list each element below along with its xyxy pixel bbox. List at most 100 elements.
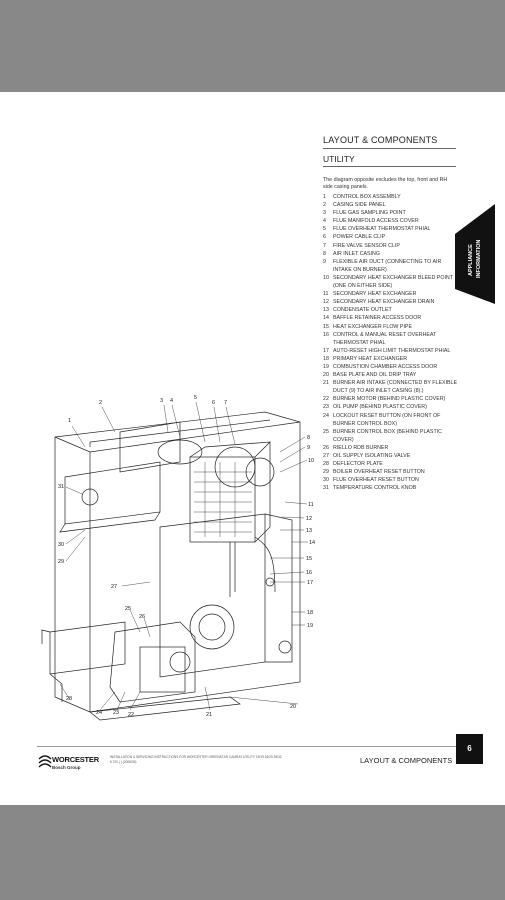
callout-4: 4 bbox=[170, 398, 173, 404]
component-label: FLUE GAS SAMPLING POINT bbox=[333, 210, 406, 217]
side-tab-appliance-information: APPLIANCE INFORMATION bbox=[455, 204, 495, 304]
component-number: 23 bbox=[323, 404, 329, 411]
component-label: LOCKOUT RESET BUTTON (ON FRONT OF BURNER… bbox=[333, 412, 441, 427]
component-label: BURNER MOTOR (BEHIND PLASTIC COVER) bbox=[333, 396, 446, 403]
callout-14: 14 bbox=[309, 540, 315, 546]
component-number: 17 bbox=[323, 347, 329, 354]
component-number: 21 bbox=[323, 380, 329, 387]
footer-doc-title: INSTALLATION & SERVICING INSTRUCTIONS FO… bbox=[110, 755, 282, 759]
component-number: 9 bbox=[323, 258, 326, 265]
footer-divider bbox=[37, 746, 457, 747]
callout-16: 16 bbox=[306, 570, 312, 576]
callout-17: 17 bbox=[307, 580, 313, 586]
component-number: 22 bbox=[323, 396, 329, 403]
component-number: 3 bbox=[323, 210, 326, 217]
component-item: 8 AIR INLET CASING bbox=[323, 250, 457, 258]
component-item: 5 FLUE OVERHEAT THERMOSTAT PHIAL bbox=[323, 225, 457, 233]
component-number: 14 bbox=[323, 315, 329, 322]
component-label: CONDENSATE OUTLET bbox=[333, 307, 392, 314]
component-label: SECONDARY HEAT EXCHANGER bbox=[333, 291, 417, 298]
footer-document-info: INSTALLATION & SERVICING INSTRUCTIONS FO… bbox=[110, 755, 320, 764]
callout-11: 11 bbox=[308, 502, 314, 508]
component-label: FLEXIBLE AIR DUCT (CONNECTING TO AIR INT… bbox=[333, 258, 442, 273]
component-label: CONTROL & MANUAL RESET OVERHEAT THERMOST… bbox=[333, 331, 437, 346]
component-label: PRIMARY HEAT EXCHANGER bbox=[333, 355, 408, 362]
component-number: 5 bbox=[323, 226, 326, 233]
component-number: 1 bbox=[323, 194, 326, 200]
callout-24: 24 bbox=[96, 710, 102, 716]
component-label: OIL PUMP (BEHIND PLASTIC COVER) bbox=[333, 404, 427, 411]
component-number: 29 bbox=[323, 469, 329, 476]
callout-13: 13 bbox=[306, 528, 312, 534]
component-item: 21 BURNER AIR INTAKE (CONNECTED BY FLEXIB… bbox=[323, 379, 457, 395]
callout-1: 1 bbox=[68, 418, 71, 424]
component-label: BURNER CONTROL BOX (BEHIND PLASTIC COVER… bbox=[333, 428, 442, 443]
component-item: 14 BAFFLE RETAINER ACCESS DOOR bbox=[323, 314, 457, 322]
component-label: SECONDARY HEAT EXCHANGER DRAIN bbox=[333, 299, 435, 306]
component-number: 8 bbox=[323, 250, 326, 257]
worcester-logo-icon bbox=[38, 755, 52, 768]
component-number: 2 bbox=[323, 202, 326, 209]
component-label: BASE PLATE AND OIL DRIP TRAY bbox=[333, 372, 417, 379]
component-label: FLUE OVERHEAT THERMOSTAT PHIAL bbox=[333, 226, 431, 233]
component-number: 16 bbox=[323, 331, 329, 338]
boiler-exploded-diagram: 1 2 3 4 5 6 7 8 9 10 11 12 13 14 15 16 1… bbox=[30, 292, 320, 722]
component-item: 15 HEAT EXCHANGER FLOW PIPE bbox=[323, 323, 457, 331]
component-label: FIRE VALVE SENSOR CLIP bbox=[333, 242, 400, 249]
component-label: DEFLECTOR PLATE bbox=[333, 461, 383, 468]
component-number: 26 bbox=[323, 444, 329, 451]
callout-20: 20 bbox=[290, 704, 296, 710]
text-column: LAYOUT & COMPONENTS UTILITY The diagram … bbox=[323, 132, 458, 492]
brand-sub: Bosch Group bbox=[52, 765, 81, 770]
component-label: BAFFLE RETAINER ACCESS DOOR bbox=[333, 315, 422, 322]
component-label: TEMPERATURE CONTROL KNOB bbox=[333, 485, 417, 492]
callout-22: 22 bbox=[128, 712, 134, 718]
component-label: CONTROL BOX ASSEMBLY bbox=[333, 194, 401, 200]
component-label: SECONDARY HEAT EXCHANGER BLEED POINT (ON… bbox=[333, 274, 453, 290]
page-number: 6 bbox=[456, 734, 483, 764]
component-item: 29 BOILER OVERHEAT RESET BUTTON bbox=[323, 468, 457, 476]
callout-7: 7 bbox=[224, 400, 227, 406]
callout-10: 10 bbox=[308, 458, 314, 464]
component-number: 4 bbox=[323, 218, 326, 225]
callout-25: 25 bbox=[125, 606, 131, 612]
component-number: 18 bbox=[323, 355, 329, 362]
callout-21: 21 bbox=[206, 712, 212, 718]
brand-name: WORCESTER bbox=[52, 755, 99, 764]
component-item: 3 FLUE GAS SAMPLING POINT bbox=[323, 209, 457, 217]
callout-9: 9 bbox=[307, 445, 310, 451]
component-label: COMBUSTION CHAMBER ACCESS DOOR bbox=[333, 363, 438, 370]
component-label: BURNER AIR INTAKE (CONNECTED BY FLEXIBLE… bbox=[333, 380, 458, 395]
component-number: 20 bbox=[323, 372, 329, 379]
component-label: AIR INLET CASING bbox=[333, 250, 380, 257]
component-label: OIL SUPPLY ISOLATING VALVE bbox=[333, 453, 411, 459]
callout-29: 29 bbox=[58, 559, 64, 565]
component-number: 19 bbox=[323, 363, 329, 370]
component-item: 16 CONTROL & MANUAL RESET OVERHEAT THERMO… bbox=[323, 331, 457, 347]
component-label: HEAT EXCHANGER FLOW PIPE bbox=[333, 323, 412, 330]
component-number: 15 bbox=[323, 323, 329, 330]
component-item: 23 OIL PUMP (BEHIND PLASTIC COVER) bbox=[323, 403, 457, 411]
callout-23: 23 bbox=[113, 710, 119, 716]
component-item: 22 BURNER MOTOR (BEHIND PLASTIC COVER) bbox=[323, 395, 457, 403]
callout-3: 3 bbox=[160, 398, 163, 404]
component-number: 12 bbox=[323, 299, 329, 306]
component-label: BOILER OVERHEAT RESET BUTTON bbox=[333, 469, 425, 476]
component-item: 19 COMBUSTION CHAMBER ACCESS DOOR bbox=[323, 363, 457, 371]
component-item: 18 PRIMARY HEAT EXCHANGER bbox=[323, 355, 457, 363]
subsection-title: UTILITY bbox=[323, 154, 355, 164]
component-label: FLUE OVERHEAT RESET BUTTON bbox=[333, 477, 419, 484]
component-item: 1 CONTROL BOX ASSEMBLY bbox=[323, 193, 457, 201]
component-number: 6 bbox=[323, 234, 326, 241]
footer-section-title: LAYOUT & COMPONENTS bbox=[360, 756, 453, 765]
side-tab-line2: INFORMATION bbox=[476, 240, 482, 278]
